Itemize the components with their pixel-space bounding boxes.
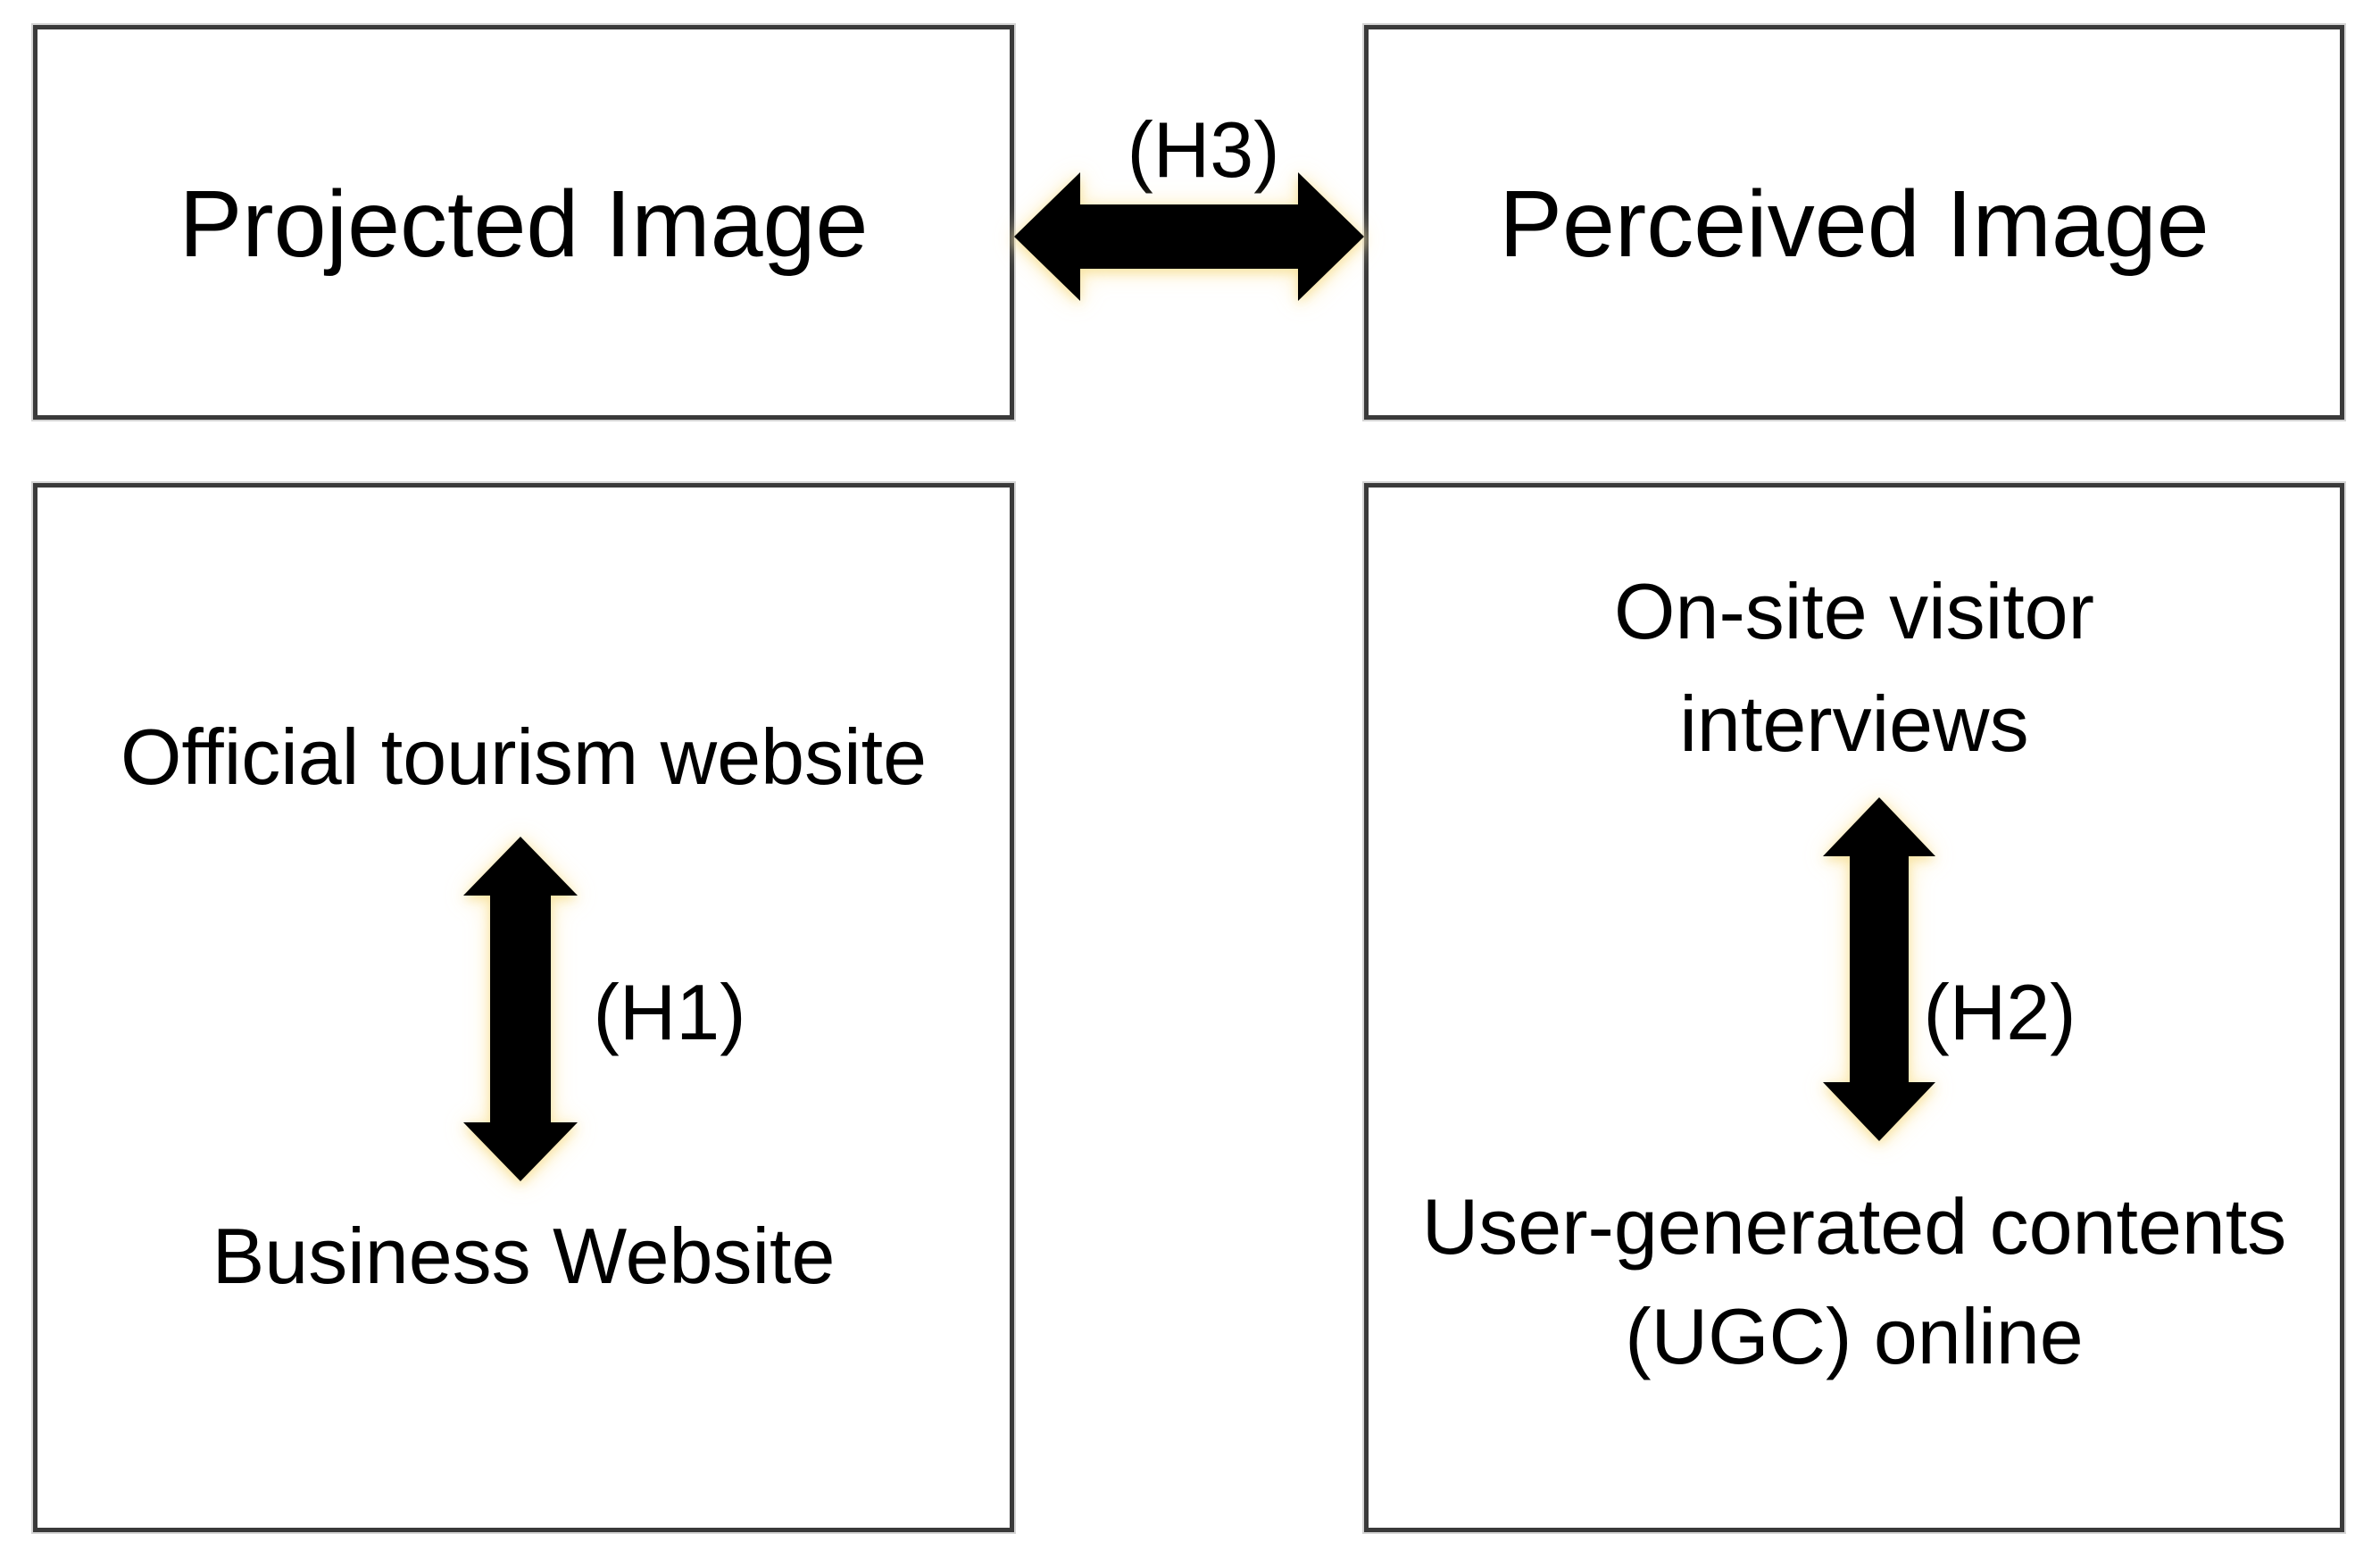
ugc-line2: (UGC) online (1625, 1292, 2084, 1380)
perceived-image-title: Perceived Image (1499, 171, 2209, 277)
h1-double-arrow-icon (463, 837, 578, 1181)
business-website-label: Business Website (212, 1212, 836, 1300)
official-tourism-website-label: Official tourism website (120, 713, 928, 801)
user-generated-contents-label: User-generated contents (UGC) online (1364, 1171, 2344, 1391)
projected-image-title: Projected Image (179, 171, 869, 277)
projected-image-box: Projected Image (33, 25, 1014, 420)
perceived-image-box: Perceived Image (1364, 25, 2344, 420)
onsite-visitor-line1: On-site visitor (1614, 567, 2094, 655)
onsite-visitor-line2: interviews (1679, 679, 2029, 768)
h3-double-arrow-icon (1014, 172, 1364, 301)
onsite-visitor-interviews-label: On-site visitor interviews (1364, 555, 2344, 780)
ugc-line1: User-generated contents (1421, 1182, 2287, 1271)
h3-hypothesis-label: (H3) (1127, 105, 1280, 194)
h1-hypothesis-label: (H1) (593, 968, 746, 1056)
h2-hypothesis-label: (H2) (1923, 968, 2076, 1056)
h2-double-arrow-icon (1823, 797, 1935, 1141)
